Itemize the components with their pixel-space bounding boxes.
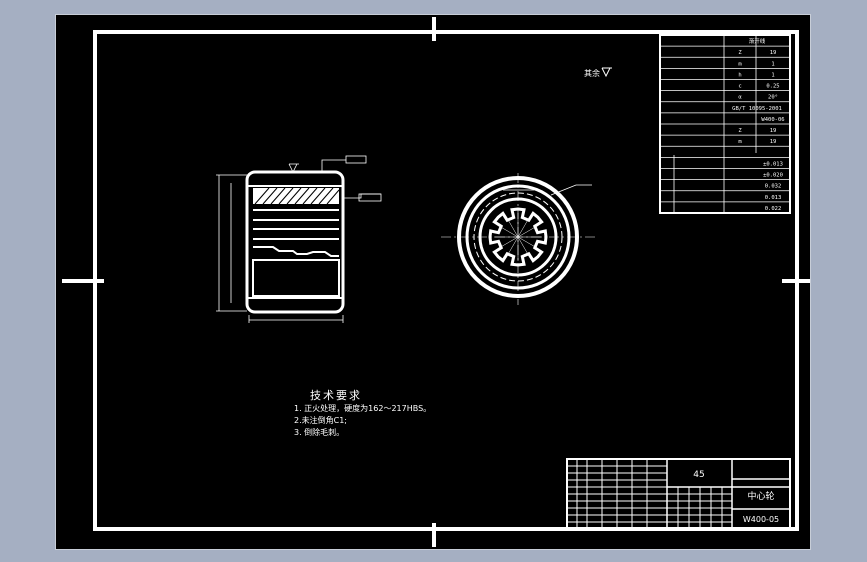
param-cell: 0.032 [765,184,782,190]
param-cell: 0.022 [765,206,782,212]
tech-req-title: 技术要求 [310,389,362,402]
end-view [441,173,596,305]
title-block-material: 45 [693,470,704,480]
section-view [216,155,382,323]
drawing-canvas: 渐开线 Z 19 m 1 h 1 c 0.25 α 20° GB/T 10095-2001W400-0… [62,17,810,547]
roughness-symbol-icon [601,67,612,78]
param-cell: 0.25 [766,84,779,90]
param-cell: c [738,84,741,90]
roughness-note: 其余 [584,68,600,78]
center-mark-bottom [432,523,436,547]
param-cell: ±0.013 [763,161,783,167]
param-cell: 1 [771,61,774,67]
param-cell: Z [738,50,742,56]
sheet-border [93,30,799,531]
tech-req-item-1: 1. 正火处理，硬度为162～217HBS。 [294,403,431,413]
param-cell: 0.013 [765,195,782,201]
param-cell: ±0.020 [763,173,783,179]
title-block-drawing-no: W400-05 [743,515,779,524]
param-cell: 渐开线 [749,37,766,45]
param-cell: 1 [771,72,774,78]
param-cell: h [738,72,741,78]
center-mark-right [782,279,810,283]
param-cell: 19 [770,139,777,145]
param-cell: GB/T 10095-2001 [732,106,782,112]
param-cell: 19 [770,50,777,56]
param-cell: 20° [768,95,778,101]
tech-req-item-3: 3. 倒除毛刺。 [294,427,344,437]
param-cell: Z [738,128,742,134]
tech-req-item-2: 2.未注倒角C1; [294,415,347,425]
param-cell: m [738,139,742,145]
param-cell: m [738,61,742,67]
param-cell: 19 [770,128,777,134]
title-block-part-name: 中心轮 [747,490,774,502]
title-block [566,458,791,530]
center-mark-top [432,17,436,41]
param-cell: W400-06 [761,117,784,123]
param-cell: α [738,95,742,101]
center-mark-left [62,279,104,283]
gear-parameter-table: 渐开线 Z 19 m 1 h 1 c 0.25 α 20° GB/T 10095-2001W400-0… [659,34,791,214]
